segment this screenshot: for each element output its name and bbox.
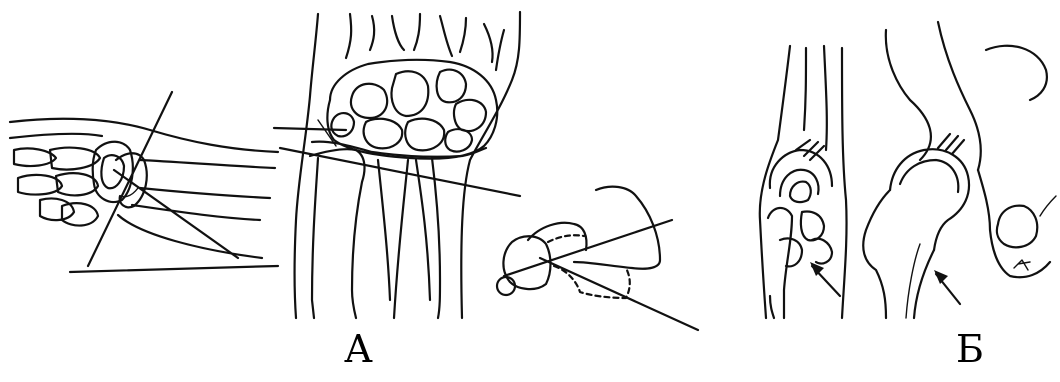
- scaphoid-bone-sketch: [497, 187, 698, 330]
- lateral-wrist-sketch: [10, 92, 278, 272]
- panel-label-b: Б: [956, 330, 984, 368]
- panel-label-a: А: [344, 330, 373, 368]
- hip-joint-sketch: [863, 22, 1056, 318]
- joint-sketch-left: [760, 46, 847, 318]
- frontal-wrist-sketch: [274, 12, 520, 318]
